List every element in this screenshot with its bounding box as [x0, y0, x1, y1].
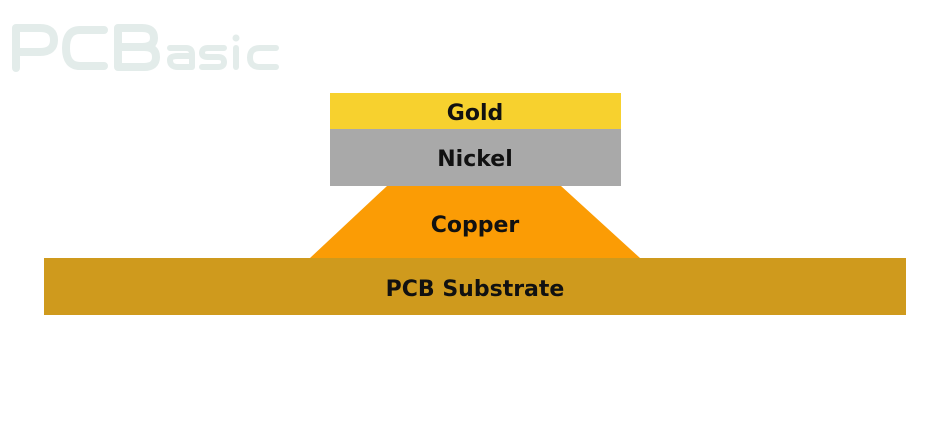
copper-layer	[310, 186, 640, 258]
pcbasic-logo-watermark	[12, 24, 279, 72]
gold-layer	[330, 93, 621, 129]
nickel-layer	[330, 129, 621, 186]
nickel-label: Nickel	[437, 147, 513, 172]
pcb-substrate-label: PCB Substrate	[386, 277, 565, 302]
pcb-substrate-layer	[44, 258, 906, 315]
gold-label: Gold	[447, 101, 503, 126]
copper-label: Copper	[431, 213, 520, 238]
